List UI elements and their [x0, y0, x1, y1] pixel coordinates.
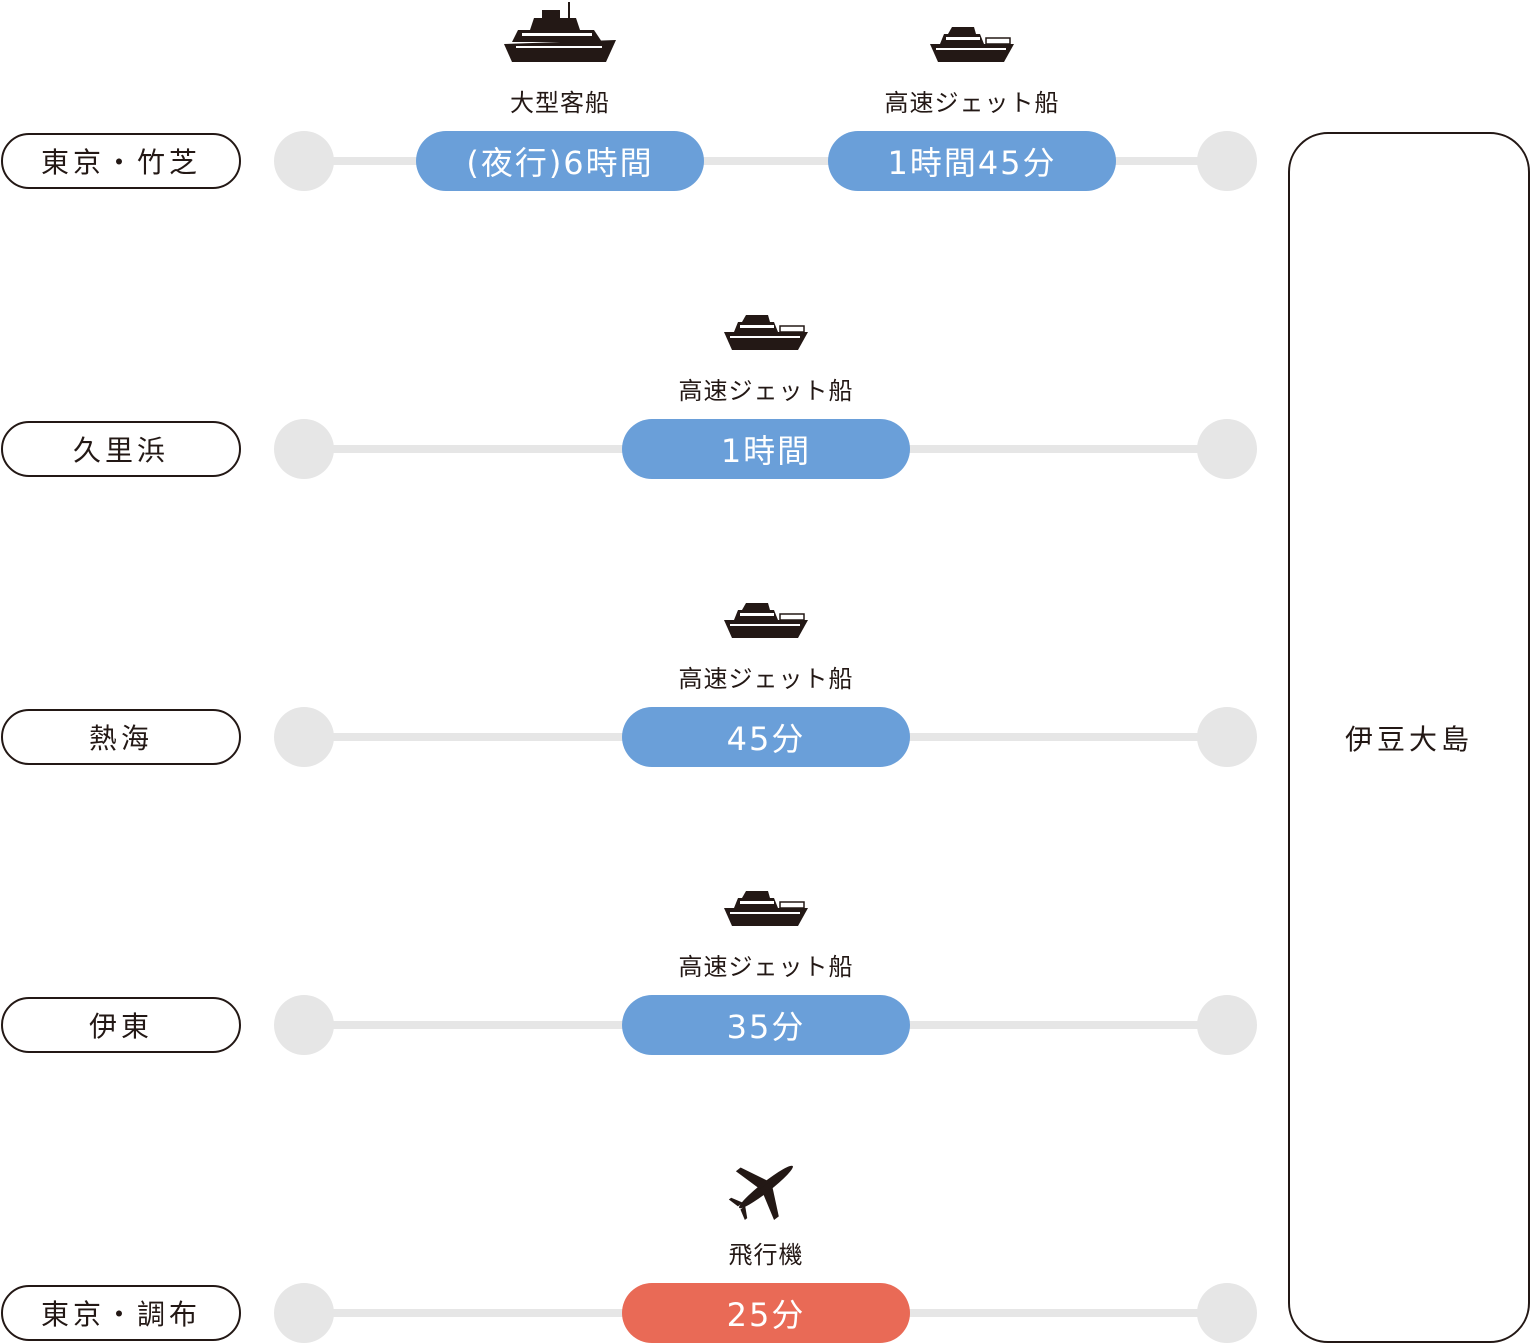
destination-box: 伊豆大島 [1288, 132, 1530, 1343]
travel-time: 35分 [726, 1008, 806, 1046]
destination-label: 伊豆大島 [1344, 722, 1473, 756]
origin-label: 東京・竹芝 [40, 146, 201, 179]
start-node [274, 131, 334, 191]
travel-time-pill: 1時間45分 [828, 131, 1116, 191]
end-node [1197, 131, 1257, 191]
mode-label: 高速ジェット船 [678, 665, 854, 693]
jet-boat-icon [724, 891, 808, 926]
travel-time: 45分 [726, 720, 806, 758]
start-node [274, 707, 334, 767]
origin-label: 久里浜 [72, 434, 169, 467]
end-node [1197, 707, 1257, 767]
travel-time-pill: (夜行)6時間 [416, 131, 704, 191]
mode-label: 大型客船 [510, 89, 610, 117]
mode-label: 高速ジェット船 [678, 377, 854, 405]
route-line [304, 157, 1226, 165]
start-node [274, 419, 334, 479]
origin-ito: 伊東 [1, 997, 241, 1053]
start-node [274, 995, 334, 1055]
origin-label: 伊東 [88, 1010, 153, 1043]
origin-tokyo-takeshiba: 東京・竹芝 [1, 133, 241, 189]
travel-time: 25分 [726, 1296, 806, 1334]
origin-atami: 熱海 [1, 709, 241, 765]
origin-label: 東京・調布 [40, 1298, 201, 1331]
travel-time-pill: 45分 [622, 707, 910, 767]
jet-boat-icon [930, 27, 1014, 62]
travel-time-pill: 25分 [622, 1283, 910, 1343]
end-node [1197, 995, 1257, 1055]
mode-label: 高速ジェット船 [678, 953, 854, 981]
mode-label: 高速ジェット船 [884, 89, 1060, 117]
origin-kurihama: 久里浜 [1, 421, 241, 477]
travel-time: (夜行)6時間 [466, 144, 654, 182]
start-node [274, 1283, 334, 1343]
travel-time: 1時間 [720, 432, 812, 470]
travel-time-pill: 1時間 [622, 419, 910, 479]
mode-label: 飛行機 [728, 1241, 804, 1269]
travel-time-pill: 35分 [622, 995, 910, 1055]
travel-time: 1時間45分 [887, 144, 1057, 182]
jet-boat-icon [724, 315, 808, 350]
origin-tokyo-chofu: 東京・調布 [1, 1285, 241, 1341]
end-node [1197, 419, 1257, 479]
origin-label: 熱海 [88, 722, 153, 755]
end-node [1197, 1283, 1257, 1343]
jet-boat-icon [724, 603, 808, 638]
airplane-icon [728, 1165, 793, 1221]
large-ship-icon [504, 2, 616, 62]
